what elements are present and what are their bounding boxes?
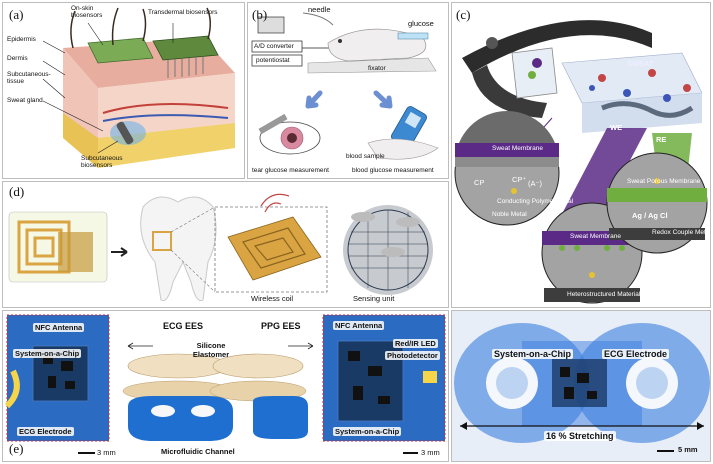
panel-label-d: (d) [9,184,25,199]
glucose-setup-illustration [251,12,439,160]
label-redox-couple: Redox Couple Metal [652,229,711,236]
label-dermis: Dermis [7,55,28,62]
panel-a: (a) [2,2,245,179]
label-ad-converter: A/D converter [254,43,294,50]
label-transdermal: Transdermal biosensors [148,9,218,16]
label-soc-2: System-on-a-Chip [333,427,402,436]
label-on-skin: On-skin biosensors [71,5,103,19]
label-wireless-coil: Wireless coil [251,294,294,303]
label-sweat-membrane-2: Sweat Membrane [570,233,621,240]
label-re: RE [656,135,667,144]
ees-device-illustration [4,314,446,454]
label-epidermis: Epidermis [7,36,36,43]
label-ppg-ees: PPG EES [261,321,301,331]
label-subcutaneous: Subcutaneous-tissue [7,71,51,85]
panel-label-a: (a) [9,7,24,22]
label-red-ir-led: Red/IR LED [393,339,438,348]
label-soc-3: System-on-a-Chip [492,349,574,359]
label-scale-3: 5 mm [678,445,698,454]
panel-stretch: System-on-a-Chip ECG Electrode 16 % Stre… [451,310,711,462]
label-ecg-electrode-3: ECG Electrode [602,349,670,359]
label-sweat-membrane-1: Sweat Membrane [492,145,543,152]
label-sweat-porous-membrane: Sweat Porous Membrane [627,178,701,185]
label-nfc-antenna-2: NFC Antenna [333,321,385,330]
label-sweat-gland: Sweat gland [7,97,43,104]
panel-d: (d) Wireless coil [2,181,449,308]
label-potentiostat: potentiostat [256,57,290,64]
label-scale-2: 3 mm [421,448,440,457]
label-blood-measurement: blood glucose measurement [352,167,434,174]
label-subcutaneous-biosensors: Subcutaneous biosensors [81,155,123,169]
label-noble-metal: Noble Metal [492,211,527,218]
panel-c: (c) SWEAT WE RE CP [451,2,711,308]
label-cp: CP [474,178,485,187]
label-conducting-polymer: Conducting Polymer Metal [497,198,574,205]
label-a-minus: (A⁻) [528,179,542,188]
label-needle: needle [308,5,331,14]
label-scale-1: 3 mm [97,448,116,457]
panel-label-b: (b) [252,7,268,22]
label-stretching: 16 % Stretching [544,431,616,441]
label-ecg-electrode-1: ECG Electrode [17,427,74,436]
label-ag-agcl: Ag / Ag Cl [632,211,668,220]
panel-label-e: (e) [9,441,24,456]
skin-illustration [42,7,235,168]
sweat-sensor-illustration [454,20,708,304]
label-glucose: glucose [408,19,434,28]
label-photodetector: Photodetector [385,351,440,360]
tooth-sensor-illustration [8,193,433,302]
panel-label-c: (c) [456,7,471,22]
label-sweat: SWEAT [627,59,654,68]
label-cp-plus: CP⁺ [512,175,527,184]
label-blood-sample: blood sample [346,153,385,160]
label-sensing-unit: Sensing unit [353,294,395,303]
label-soc-1: System-on-a-Chip [13,349,82,358]
label-microfluidic-channel: Microfluidic Channel [161,447,235,456]
label-nfc-antenna-1: NFC Antenna [33,323,85,332]
label-we: WE [610,123,623,132]
panel-e: (e) NFC Antenna System-on-a-Chip ECG El [2,310,449,462]
label-fixator: fixator [368,65,386,72]
label-silicone-elastomer: Silicone Elastomer [192,341,230,359]
label-tear-measurement: tear glucose measurement [252,167,329,174]
label-hetero-material: Heterostructured Material Metal [567,291,659,298]
label-ecg-ees: ECG EES [163,321,204,331]
panel-b: (b) needle glucose A/D converter potenti… [247,2,449,179]
